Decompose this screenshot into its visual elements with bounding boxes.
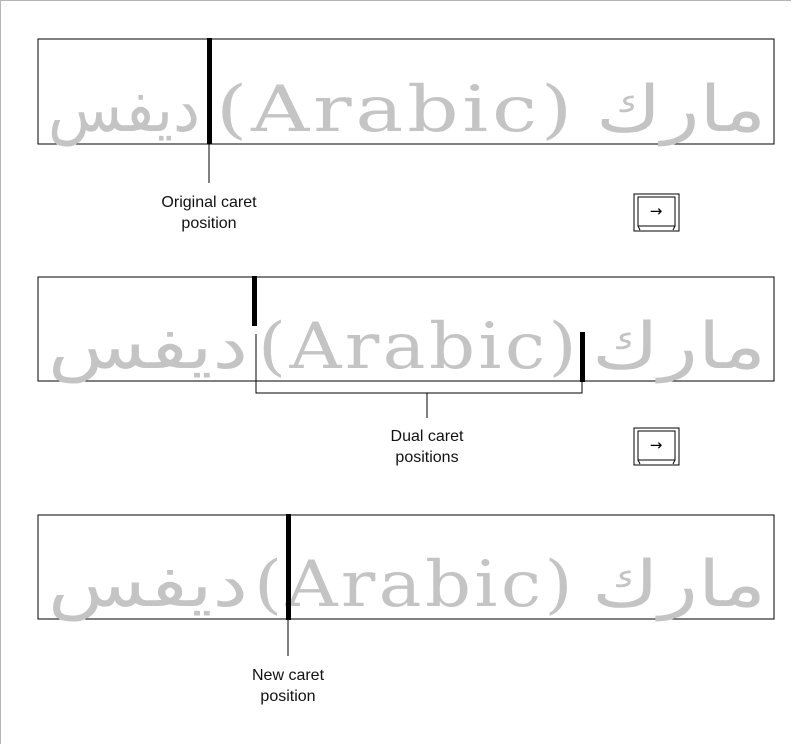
original-caret-label-line1: Original caret (161, 194, 257, 211)
text-field-1 (37, 38, 775, 145)
new-caret (286, 514, 291, 620)
dual-caret-bracket (255, 334, 583, 394)
latin-text: (Arabic) (216, 73, 576, 147)
arabic-left-text: ديفس (48, 73, 200, 147)
panel-original: ديفس (Arabic) مارك Original caret positi… (37, 38, 775, 232)
right-arrow-key-icon: → (633, 427, 680, 466)
dual-caret-label-line1: Dual caret (391, 428, 464, 445)
dual-caret-left (252, 276, 257, 326)
right-arrow-key-icon: → (633, 193, 680, 232)
arabic-left-text: ديفس (48, 310, 248, 384)
arrow-symbol: → (650, 202, 663, 220)
panel-new: ديفس (Arabic) مارك New caret position (37, 514, 775, 705)
latin-text: (Arabic) (254, 548, 576, 622)
latin-text: (Arabic) (258, 310, 580, 384)
original-caret (207, 38, 212, 144)
new-caret-label-line1: New caret (252, 667, 325, 684)
arabic-right-text: مارك (592, 310, 766, 384)
arabic-left-text: ديفس (48, 548, 248, 622)
original-caret-label-line2: position (181, 215, 236, 232)
dual-caret-label-line2: positions (395, 449, 458, 466)
arabic-right-text: مارك (596, 73, 766, 147)
arrow-symbol: → (650, 436, 663, 454)
arabic-right-text: مارك (592, 548, 766, 622)
dual-caret-right (580, 332, 585, 382)
text-field-2 (37, 276, 775, 382)
text-field-3 (37, 514, 775, 620)
new-caret-label-line2: position (260, 688, 315, 705)
panel-dual: ديفس (Arabic) مارك Dual caret positions (37, 276, 775, 466)
